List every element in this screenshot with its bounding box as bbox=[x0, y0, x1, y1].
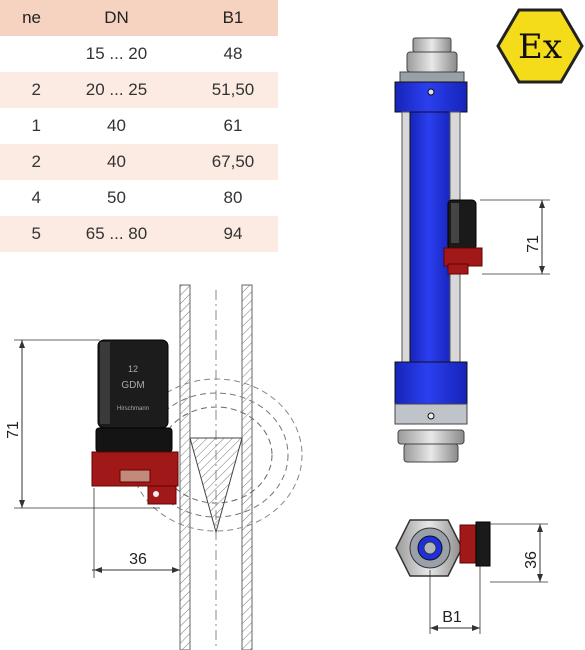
ex-hazard-mark: Ex bbox=[496, 8, 584, 84]
dimension-table: ne DN B1 15 ... 20 48 2 20 ... 25 51,50 … bbox=[0, 0, 278, 252]
table-cell: 80 bbox=[223, 188, 243, 207]
table-row: 5 65 ... 80 94 bbox=[0, 216, 278, 252]
sensor-label-3: Hirschmann bbox=[117, 406, 149, 412]
sensor-switch: 12 GDM Hirschmann bbox=[91, 339, 179, 505]
front-width-dimension: 36 bbox=[92, 488, 180, 578]
sensor-label-2: GDM bbox=[121, 380, 144, 391]
table-row: 4 50 80 bbox=[0, 180, 278, 216]
table-row: 2 20 ... 25 51,50 bbox=[0, 72, 278, 108]
table-cell: 94 bbox=[187, 216, 278, 252]
ex-mark-text: Ex bbox=[518, 27, 562, 67]
col-header-type: ne bbox=[0, 0, 45, 36]
sensor-label-1: 12 bbox=[128, 364, 138, 374]
table-row: 15 ... 20 48 bbox=[0, 36, 278, 72]
table-cell: 40 bbox=[107, 116, 126, 135]
table-cell: 61 bbox=[223, 116, 243, 135]
col-header-dn: DN bbox=[45, 0, 188, 36]
table-cell: 48 bbox=[223, 44, 243, 63]
table-cell: 65 ... 80 bbox=[45, 216, 188, 252]
table-cell: 50 bbox=[107, 188, 126, 207]
table-cell: 2 bbox=[0, 72, 45, 108]
dim-front-width: 36 bbox=[129, 551, 147, 568]
table-row: 2 40 67,50 bbox=[0, 144, 278, 180]
table-cell: 5 bbox=[0, 216, 45, 252]
table-cell: 67,50 bbox=[187, 144, 278, 180]
dim-bottom-height: 36 bbox=[523, 551, 540, 569]
dim-bottom-width: B1 bbox=[442, 609, 462, 626]
table-header-row: ne DN B1 bbox=[0, 0, 278, 36]
table-cell: 1 bbox=[31, 116, 41, 135]
pipe-section-view bbox=[129, 284, 303, 650]
front-height-dimension: 71 bbox=[5, 339, 160, 509]
table-cell: 20 ... 25 bbox=[45, 72, 188, 108]
flowmeter-side-view: 71 bbox=[394, 37, 550, 463]
col-header-b1: B1 bbox=[187, 0, 278, 36]
table-cell: 15 ... 20 bbox=[85, 44, 148, 63]
table-row: 1 40 61 bbox=[0, 108, 278, 144]
table-cell: 40 bbox=[45, 144, 188, 180]
dim-top-height: 71 bbox=[525, 235, 542, 253]
flowmeter-end-view: 36 B1 bbox=[395, 519, 548, 634]
table-cell: 4 bbox=[31, 188, 41, 207]
dim-front-height: 71 bbox=[5, 421, 22, 439]
table-cell: 51,50 bbox=[187, 72, 278, 108]
table-cell: 2 bbox=[0, 144, 45, 180]
